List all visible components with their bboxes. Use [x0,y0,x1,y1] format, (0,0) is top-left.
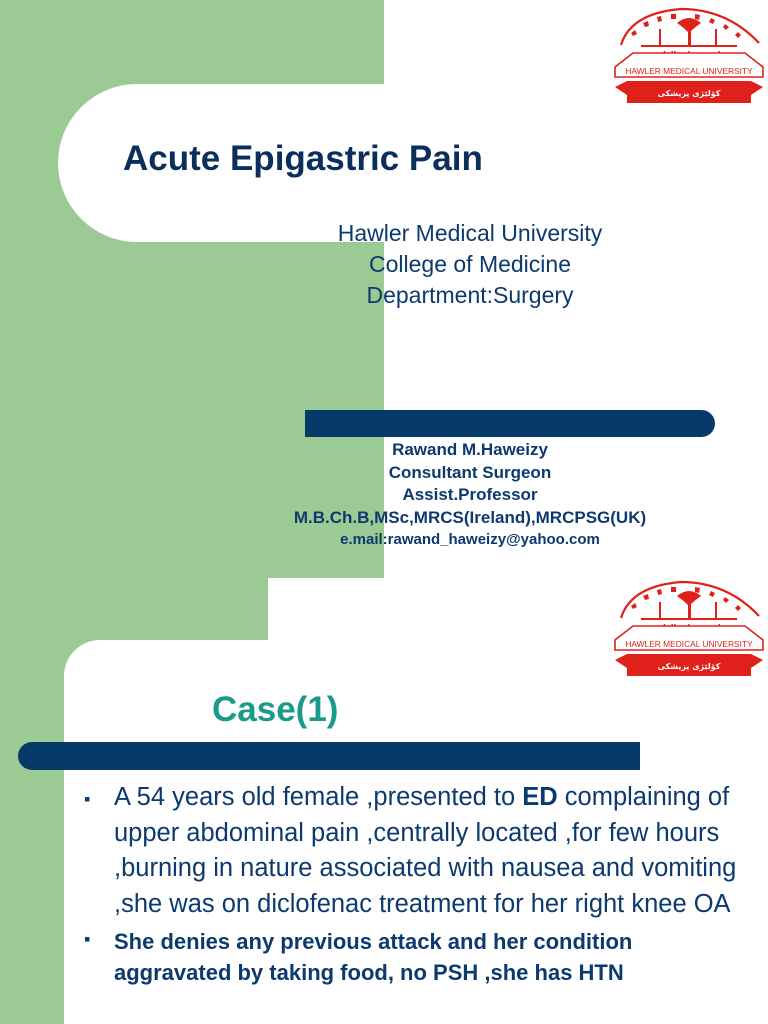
bullet-text: A 54 years old female ,presented to [114,783,523,811]
divider-bar [305,410,715,437]
bullet-history: ▪ She denies any previous attack and her… [84,926,744,988]
author-rank: Assist.Professor [402,485,538,504]
bullet-emphasis: ED [522,783,558,811]
bullet-presentation: ▪ A 54 years old female ,presented to ED… [84,780,744,922]
bullet-text: She denies any previous attack and her c… [114,929,633,985]
case-bullets: ▪ A 54 years old female ,presented to ED… [84,780,744,988]
author-degrees: M.B.Ch.B,MSc,MRCS(Ireland),MRCPSG(UK) [293,507,647,527]
title-slide: جامعة هولير الطبية HAWLER MEDICAL UNIVER… [0,0,768,578]
slide-title: Acute Epigastric Pain [123,139,483,178]
college-name: College of Medicine [368,251,571,277]
university-name: Hawler Medical University [337,220,603,246]
case-slide: جامعة هولير الطبية HAWLER MEDICAL UNIVER… [0,578,768,1024]
institution-block: Hawler Medical University College of Med… [320,218,620,311]
square-bullet-icon: ▪ [84,789,91,809]
square-bullet-icon: ▪ [84,929,91,949]
bullet-text: complaining of upper abdominal pain ,cen… [114,783,737,918]
logo-english-name: HAWLER MEDICAL UNIVERSITY [625,66,753,76]
title-pill-shape [58,84,768,242]
university-logo-icon: جامعة هولير الطبية HAWLER MEDICAL UNIVER… [611,578,767,680]
logo-ribbon-text: کۆلێژی پزیشکی [658,662,721,671]
logo-english-name: HAWLER MEDICAL UNIVERSITY [625,639,753,649]
author-position: Consultant Surgeon [388,462,552,482]
content-panel [64,640,768,1024]
author-name: Rawand M.Haweizy [392,440,548,459]
divider-bar [18,742,640,770]
university-logo-icon: جامعة هولير الطبية HAWLER MEDICAL UNIVER… [611,5,767,107]
case-title: Case(1) [212,690,339,729]
department-name: Department:Surgery [366,282,574,308]
logo-ribbon-text: کۆلێژی پزیشکی [658,89,721,98]
author-email: e.mail:rawand_haweizy@yahoo.com [340,531,600,548]
author-block: Rawand M.Haweizy Consultant Surgeon Assi… [262,439,678,551]
